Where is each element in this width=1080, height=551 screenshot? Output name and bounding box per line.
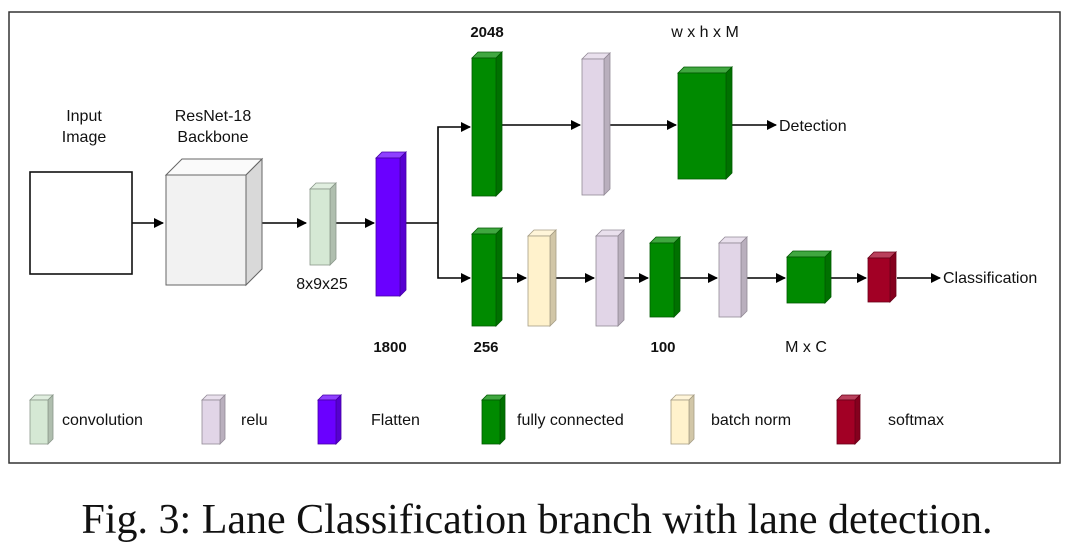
input-image-box <box>29 171 133 275</box>
bottom-out-fc-block <box>786 250 832 304</box>
top-out-fc-block <box>677 66 733 180</box>
top-fc-dim-label: 2048 <box>470 24 503 41</box>
classification-label: Classification <box>943 270 1037 287</box>
bottom-relu-block-1 <box>595 229 625 327</box>
bottom-relu-block-2 <box>718 236 748 318</box>
flatten-block <box>375 151 407 297</box>
backbone-label-line1: ResNet-18 <box>175 108 252 125</box>
legend-label-convolution: convolution <box>62 412 143 429</box>
top-out-dim-label: w x h x M <box>670 24 739 41</box>
backbone-block <box>164 157 264 287</box>
legend-label-relu: relu <box>241 412 268 429</box>
legend-label-softmax: softmax <box>888 412 944 429</box>
input-label-line2: Image <box>62 129 107 146</box>
legend-swatch-fully-connected <box>481 394 506 445</box>
input-label-line1: Input <box>66 108 102 125</box>
diagram-frame <box>8 11 1061 464</box>
bottom-fc-block <box>471 227 503 327</box>
legend-label-flatten: Flatten <box>371 412 420 429</box>
figure-caption: Fig. 3: Lane Classification branch with … <box>82 497 993 543</box>
arrow-split-top <box>437 122 471 223</box>
bottom-fc-block-2 <box>649 236 681 318</box>
legend-swatch-flatten <box>317 394 342 445</box>
bottom-fc-dim-label: 256 <box>473 339 498 356</box>
detection-label: Detection <box>779 118 847 135</box>
batchnorm-block <box>527 229 557 327</box>
connectors <box>132 120 941 283</box>
conv-block <box>309 182 337 266</box>
legend: convolution relu Flatten fully connected bat… <box>29 394 944 445</box>
conv-dim-label: 8x9x25 <box>296 276 348 293</box>
top-relu-block <box>581 52 611 196</box>
top-fc-block <box>471 51 503 197</box>
mid-fc-dim-label: 100 <box>650 339 675 356</box>
bottom-out-dim-label: M x C <box>785 339 827 356</box>
backbone-label-line2: Backbone <box>177 129 248 146</box>
legend-swatch-convolution <box>29 394 54 445</box>
legend-swatch-softmax <box>836 394 861 445</box>
legend-swatch-relu <box>201 394 226 445</box>
legend-label-fully-connected: fully connected <box>517 412 624 429</box>
arrow-split-bottom <box>437 223 471 283</box>
legend-swatch-batch-norm <box>670 394 695 445</box>
softmax-block <box>867 251 897 303</box>
legend-label-batch-norm: batch norm <box>711 412 791 429</box>
flatten-dim-label: 1800 <box>373 339 406 356</box>
